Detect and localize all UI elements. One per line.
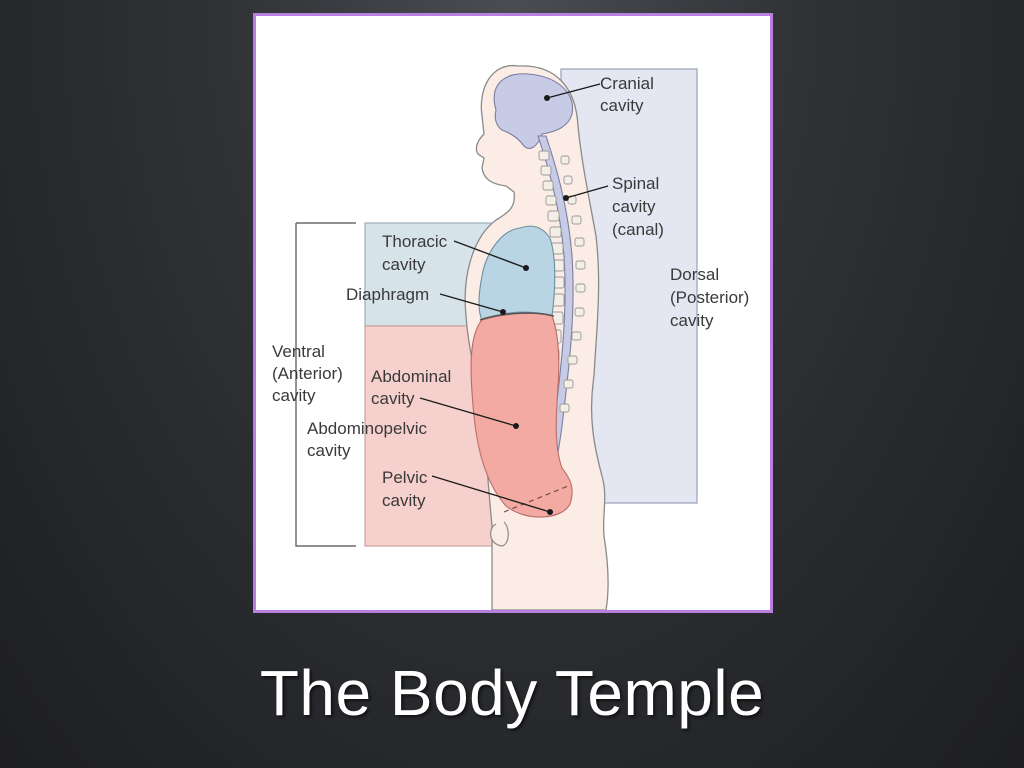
diaphragm-leader bbox=[439, 293, 504, 313]
pelvic-boundary-line bbox=[503, 485, 569, 513]
label-ventral: Ventral bbox=[272, 342, 325, 361]
label-diaphragm: Diaphragm bbox=[346, 285, 429, 304]
label-ventral-2: (Anterior) bbox=[272, 364, 343, 383]
label-abdominal: Abdominal bbox=[371, 367, 451, 386]
thoracic-cavity-shape bbox=[478, 225, 556, 321]
label-cranial-2: cavity bbox=[600, 96, 644, 115]
cranial-leader bbox=[546, 83, 601, 99]
label-spinal-2: cavity bbox=[612, 197, 656, 216]
abdominal-leader bbox=[419, 397, 517, 427]
label-abdominopelvic-2: cavity bbox=[307, 441, 351, 460]
abdominal-cavity-shape bbox=[470, 312, 573, 518]
thoracic-dot bbox=[523, 265, 529, 271]
thoracic-leader bbox=[453, 240, 527, 269]
ventral-bracket bbox=[295, 223, 356, 547]
body-cavities-diagram: Cranial cavity Spinal cavity (canal) Dor… bbox=[272, 65, 749, 610]
cranial-dot bbox=[544, 95, 550, 101]
spinal-dot bbox=[563, 195, 569, 201]
abdominal-dot bbox=[513, 423, 519, 429]
label-ventral-3: cavity bbox=[272, 386, 316, 405]
spinal-leader bbox=[565, 185, 609, 199]
label-abdominal-2: cavity bbox=[371, 389, 415, 408]
label-thoracic: Thoracic bbox=[382, 232, 448, 251]
diaphragm-dot bbox=[500, 309, 506, 315]
slide-title: The Body Temple bbox=[259, 657, 765, 729]
diaphragm-line bbox=[479, 312, 555, 321]
label-pelvic-2: cavity bbox=[382, 491, 426, 510]
label-spinal: Spinal bbox=[612, 174, 659, 193]
label-dorsal: Dorsal bbox=[670, 265, 719, 284]
cranial-cavity-shape bbox=[493, 73, 574, 149]
label-spinal-3: (canal) bbox=[612, 220, 664, 239]
label-dorsal-2: (Posterior) bbox=[670, 288, 749, 307]
label-pelvic: Pelvic bbox=[382, 468, 428, 487]
label-thoracic-2: cavity bbox=[382, 255, 426, 274]
body-cavities-figure: Cranial cavity Spinal cavity (canal) Dor… bbox=[253, 13, 773, 613]
arm-outline bbox=[490, 521, 509, 547]
pelvic-dot bbox=[547, 509, 553, 515]
label-abdominopelvic: Abdominopelvic bbox=[307, 419, 428, 438]
label-dorsal-3: cavity bbox=[670, 311, 714, 330]
pelvic-leader bbox=[431, 475, 551, 513]
label-cranial: Cranial bbox=[600, 74, 654, 93]
